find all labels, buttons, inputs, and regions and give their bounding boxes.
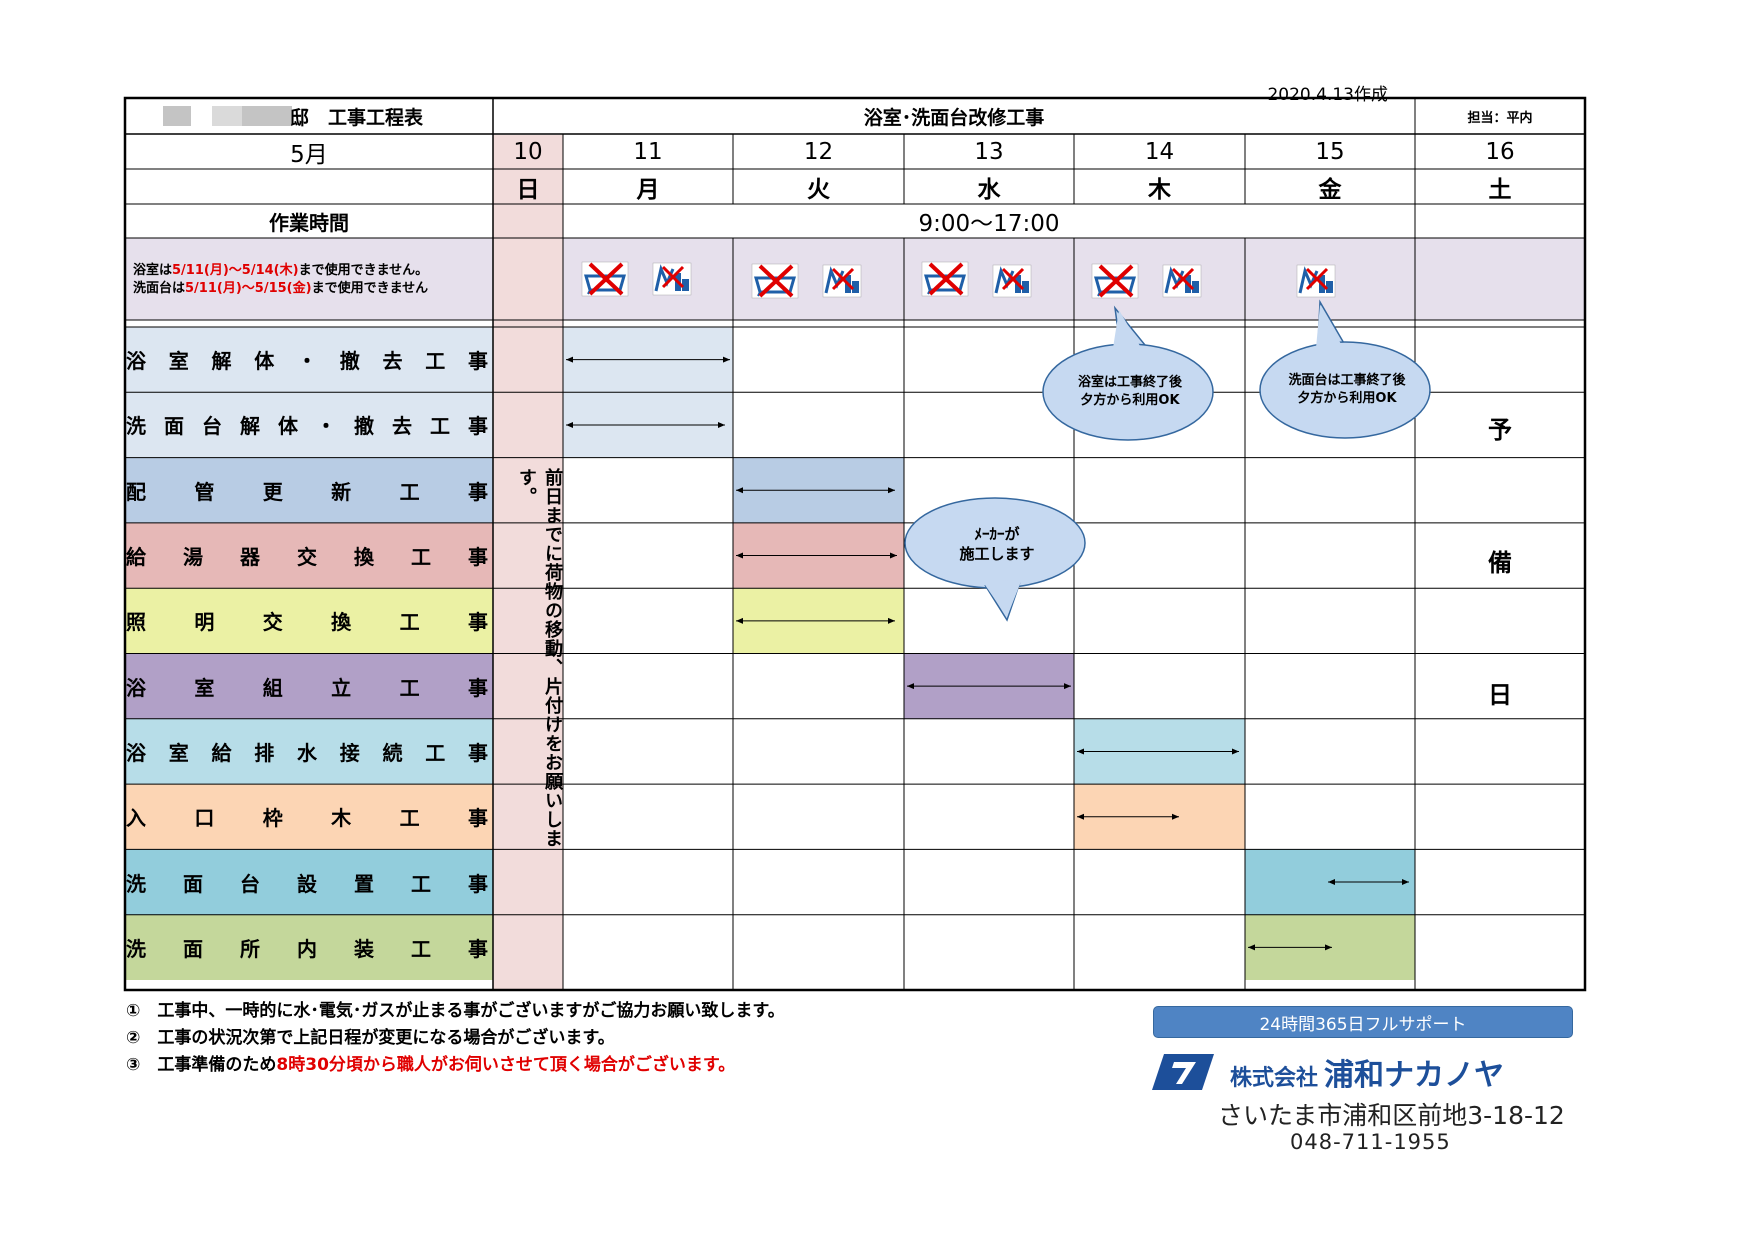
reserve-char-3: 日 (1488, 681, 1512, 709)
reserve-char-1: 予 (1488, 416, 1512, 444)
arrow-head (1077, 748, 1084, 755)
task-label: 入口枠木工事 (126, 806, 488, 831)
task-label-fill (125, 522, 493, 589)
availability-text: 浴室は5/11(月)〜5/14(木)まで使用できません。 洗面台は5/11(月)… (133, 263, 429, 296)
arrow-head (1248, 944, 1255, 951)
sunday-note: 前日までに荷物の移動、片付けをお願いします。 (516, 468, 563, 848)
arrow-head (1232, 748, 1239, 755)
bubble-bath (1042, 305, 1214, 441)
work-time-label: 作業時間 (269, 210, 349, 235)
task-label: 浴室解体・撤去工事 (126, 349, 488, 374)
day-weekday: 火 (807, 176, 830, 203)
no-sink-icon (822, 264, 862, 298)
company-phone: 048-711-1955 (1290, 1130, 1451, 1154)
work-time: 9:00〜17:00 (918, 211, 1060, 237)
note-1: ① 工事中、一時的に水･電気･ガスが止まる事がございますがご協力お願い致します。 (126, 1001, 785, 1021)
task-label-fill (125, 327, 493, 393)
day-date: 13 (974, 138, 1004, 165)
no-sink-icon (1162, 264, 1202, 298)
no-bath-icon (751, 263, 799, 299)
no-sink-icon (992, 264, 1032, 298)
day-weekday: 日 (516, 176, 540, 203)
arrow-head (1172, 813, 1179, 820)
task-label-fill (125, 718, 493, 785)
bubble-maker-text: ﾒｰｶｰが 施工します (959, 525, 1035, 563)
task-label: 浴室給排水接続工事 (126, 740, 488, 765)
no-bath-icon (921, 261, 969, 297)
support-banner: 24時間365日フルサポート (1153, 1006, 1573, 1038)
day-date: 10 (513, 138, 543, 165)
company-name: 株式会社浦和ナカノヤ (1230, 1058, 1505, 1093)
bubble-sink (1259, 299, 1431, 439)
month-label: 5月 (290, 141, 328, 168)
task-label-fill (125, 588, 493, 654)
task-label: 洗面台解体・撤去工事 (126, 414, 488, 439)
schedule-title: 邸 工事工程表 (290, 106, 424, 129)
bubble-bath-text: 浴室は工事終了後 夕方から利用OK (1077, 375, 1182, 408)
created-date: 2020.4.13作成 (1267, 85, 1388, 105)
note-2: ② 工事の状況次第で上記日程が変更になる場合がございます。 (126, 1028, 615, 1048)
arrow-head (566, 421, 573, 428)
arrow-head (1325, 944, 1332, 951)
arrow-head (1328, 879, 1335, 886)
arrow-head (566, 356, 573, 363)
arrow-head (888, 617, 895, 624)
no-bath-icon (581, 261, 629, 297)
day-date: 15 (1315, 138, 1345, 165)
no-sink-icon (1296, 264, 1336, 298)
company-address: さいたま市浦和区前地3-18-12 (1218, 1101, 1565, 1130)
day-date: 11 (633, 138, 663, 165)
bubble-sink-text: 洗面台は工事終了後 夕方から利用OK (1288, 373, 1406, 406)
task-label-fill (125, 849, 493, 915)
person-in-charge: 担当：平内 (1467, 110, 1533, 126)
task-label-fill (125, 914, 493, 980)
day-weekday: 木 (1148, 176, 1171, 203)
arrow-head (1402, 879, 1409, 886)
arrow-head (890, 552, 897, 559)
arrow-head (718, 421, 725, 428)
task-label: 照明交換工事 (126, 610, 488, 635)
note-3: ③ 工事準備のため8時30分頃から職人がお伺いさせて頂く場合がございます。 (126, 1055, 736, 1075)
no-sink-icon (652, 262, 692, 296)
arrow-head (1064, 683, 1071, 690)
arrow-head (1077, 813, 1084, 820)
arrow-head (736, 487, 743, 494)
reserve-char-2: 備 (1488, 549, 1512, 577)
day-date: 14 (1144, 138, 1175, 165)
task-label: 給湯器交換工事 (126, 545, 488, 570)
no-bath-icon (1091, 263, 1139, 299)
task-label-fill (125, 784, 493, 850)
project-name: 浴室･洗面台改修工事 (863, 106, 1045, 129)
arrow-head (907, 683, 914, 690)
day-date: 16 (1485, 138, 1515, 165)
task-label-fill (125, 653, 493, 719)
day-weekday: 月 (636, 176, 660, 203)
task-label-fill (125, 392, 493, 458)
task-label-fill (125, 457, 493, 523)
arrow-head (736, 552, 743, 559)
day-weekday: 金 (1318, 176, 1342, 203)
company-logo-icon (1152, 1054, 1214, 1090)
day-weekday: 水 (977, 176, 1001, 203)
arrow-head (888, 487, 895, 494)
arrow-head (723, 356, 730, 363)
task-label: 洗面台設置工事 (126, 871, 488, 896)
day-date: 12 (803, 138, 834, 165)
day-weekday: 土 (1488, 176, 1512, 203)
task-label: 浴室組立工事 (126, 675, 488, 700)
task-label: 洗面所内装工事 (126, 936, 488, 961)
bubble-maker (904, 497, 1086, 622)
task-label: 配管更新工事 (126, 479, 488, 504)
arrow-head (736, 617, 743, 624)
